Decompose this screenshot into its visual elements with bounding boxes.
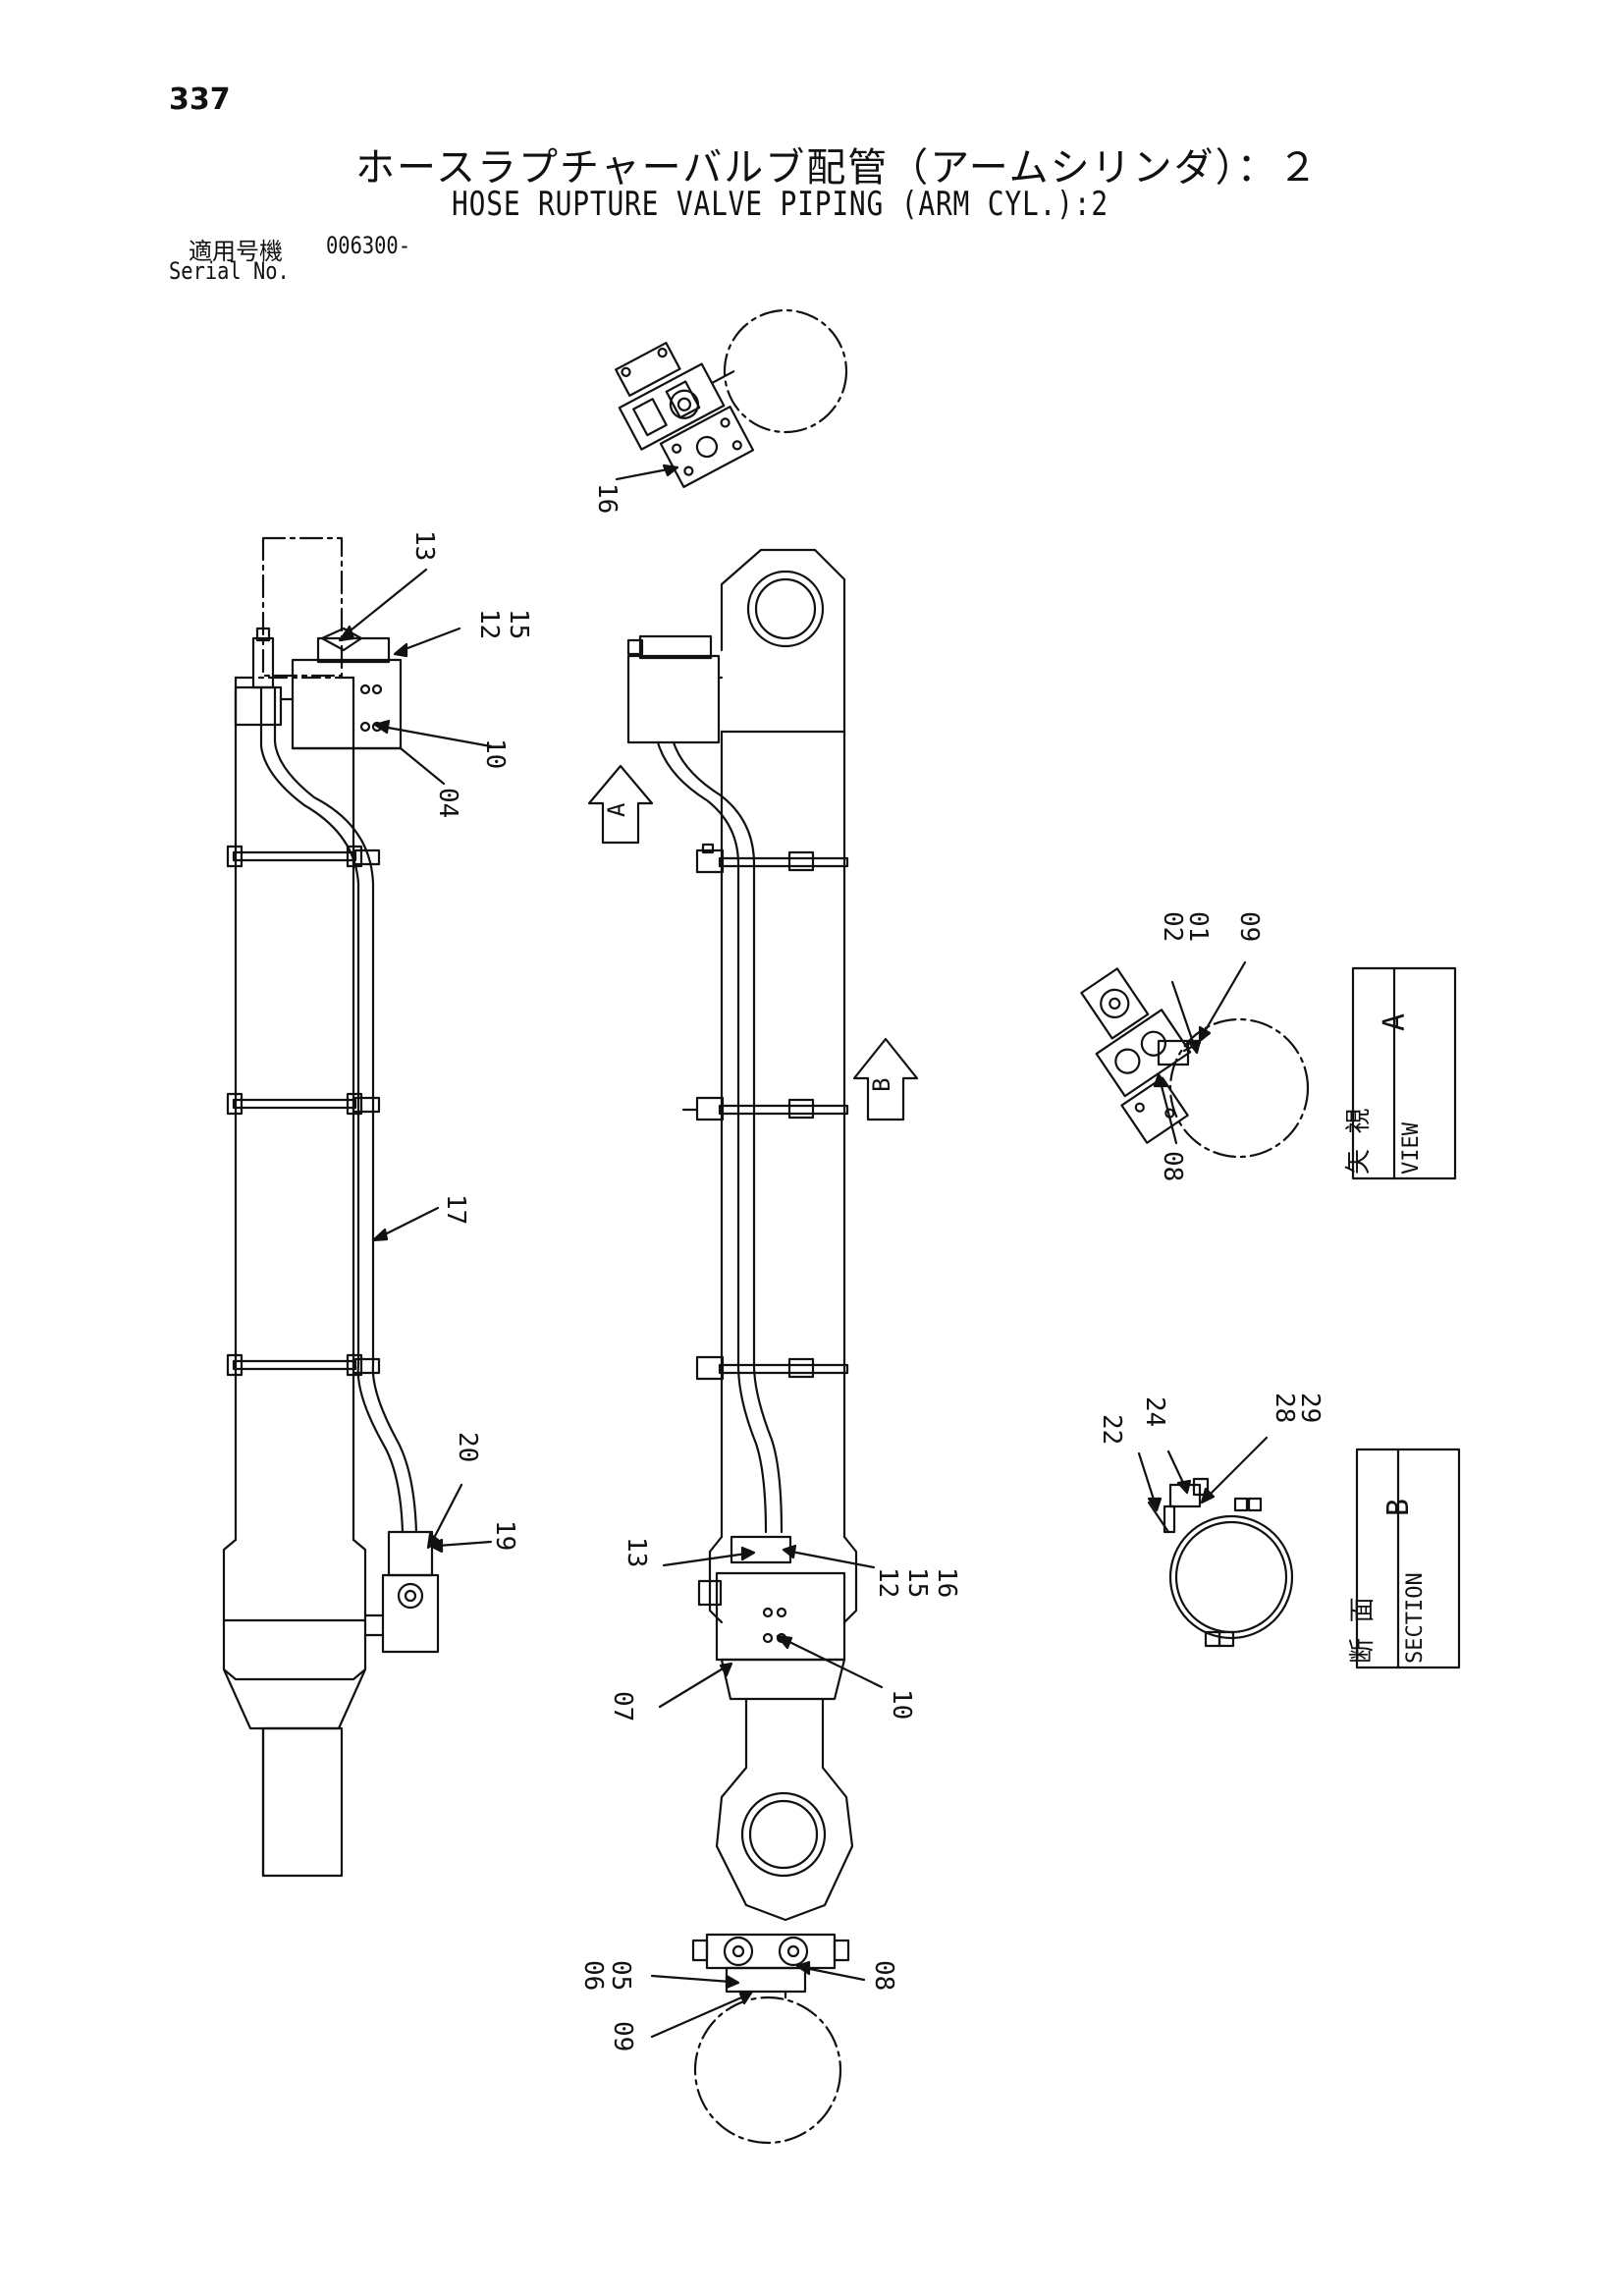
title-japanese: ホースラプチャーバルブ配管（アームシリンダ）：２ xyxy=(355,145,1320,191)
section-b-letter: B xyxy=(1381,1499,1416,1516)
section-b-jp-label: 断 面 xyxy=(1348,1597,1378,1664)
callout-04: 04 xyxy=(433,788,462,818)
section-b-detail xyxy=(1147,1477,1294,1648)
view-a-letter: A xyxy=(1378,1013,1412,1031)
callout-17: 17 xyxy=(441,1194,470,1225)
serial-number-value: 006300- xyxy=(326,232,410,259)
top-valve-detail xyxy=(615,308,848,488)
callout-20: 20 xyxy=(453,1432,482,1462)
callout-13-left: 13 xyxy=(409,530,439,561)
bottom-valve-detail xyxy=(691,1933,850,2145)
left-arm-cylinder xyxy=(222,536,440,1878)
callout-08-bottom: 08 xyxy=(869,1960,898,1991)
callout-09-bottom: 09 xyxy=(608,2021,637,2051)
callout-15-center: 15 xyxy=(902,1567,932,1598)
callout-06: 06 xyxy=(578,1960,608,1991)
callout-29: 29 xyxy=(1295,1393,1325,1423)
view-a-detail xyxy=(1080,967,1310,1159)
callout-19: 19 xyxy=(490,1520,519,1551)
arrow-b-label: B xyxy=(868,1078,895,1092)
callout-16-center: 16 xyxy=(932,1567,961,1598)
callout-12-left: 12 xyxy=(474,609,504,639)
section-b-label-box xyxy=(1355,1448,1461,1669)
page-number: 337 xyxy=(169,82,231,117)
callout-05: 05 xyxy=(606,1960,635,1991)
center-arm-cylinder xyxy=(626,548,858,1922)
arrow-a-label: A xyxy=(603,802,630,817)
view-a-jp-label: 矢 視 xyxy=(1344,1108,1374,1175)
arrow-b xyxy=(852,1037,919,1121)
callout-28: 28 xyxy=(1270,1393,1299,1423)
callout-02: 02 xyxy=(1158,911,1187,942)
callout-09-view-a: 09 xyxy=(1234,911,1264,942)
callout-22: 22 xyxy=(1097,1414,1126,1445)
arrow-a xyxy=(587,764,654,845)
callout-16-top: 16 xyxy=(592,483,622,514)
serial-label-english: Serial No. xyxy=(169,257,290,285)
callout-01: 01 xyxy=(1183,911,1213,942)
callout-24: 24 xyxy=(1140,1396,1169,1427)
callout-07: 07 xyxy=(608,1691,637,1722)
serial-label-japanese: 適用号機 xyxy=(189,238,283,265)
view-a-label-box xyxy=(1351,966,1457,1180)
view-a-en-label: VIEW xyxy=(1399,1121,1424,1175)
callout-13-center: 13 xyxy=(622,1537,651,1567)
callout-12-center: 12 xyxy=(873,1567,902,1598)
left-clamps xyxy=(226,845,381,1377)
center-clamps xyxy=(681,843,849,1381)
section-b-en-label: SECTION xyxy=(1403,1572,1428,1664)
callout-10-center: 10 xyxy=(887,1689,916,1720)
callout-10-left: 10 xyxy=(480,738,510,769)
callout-08-view-a: 08 xyxy=(1158,1151,1187,1181)
title-english: HOSE RUPTURE VALVE PIPING (ARM CYL.):2 xyxy=(452,185,1109,224)
callout-15-left: 15 xyxy=(504,609,533,639)
